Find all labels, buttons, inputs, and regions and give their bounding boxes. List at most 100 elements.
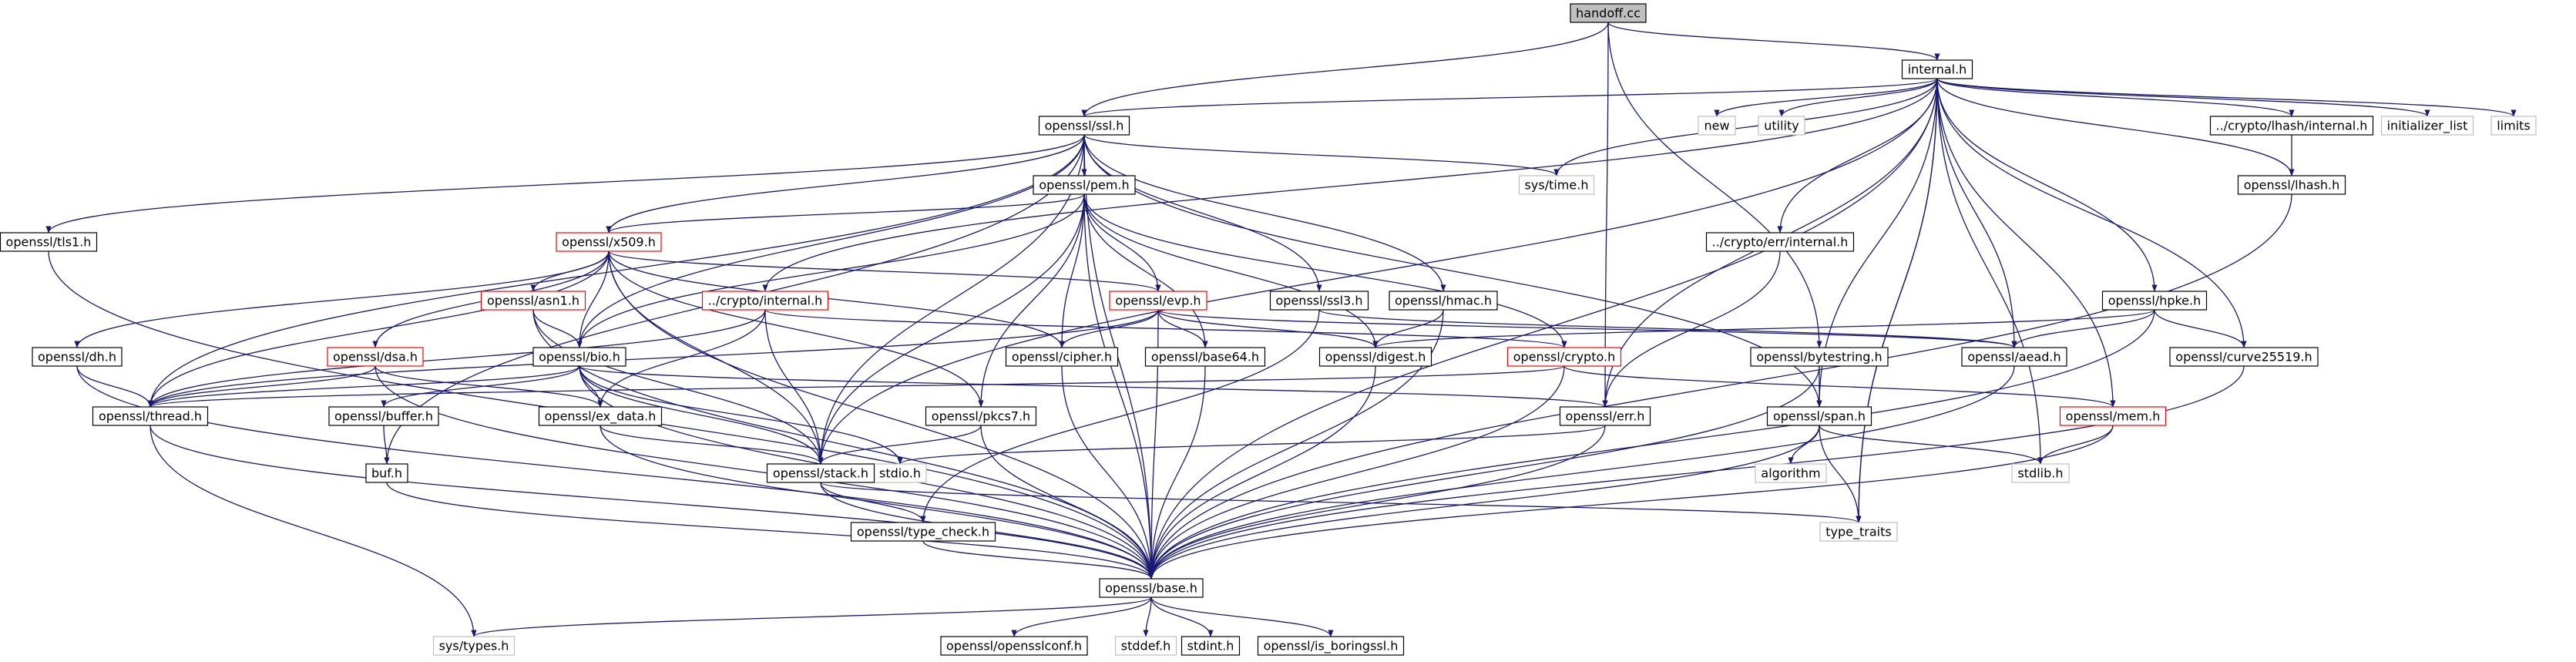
node-utility[interactable]: utility bbox=[1758, 116, 1805, 136]
node-openssl-base-h[interactable]: openssl/base.h bbox=[1099, 578, 1204, 598]
node-openssl-hmac-h[interactable]: openssl/hmac.h bbox=[1389, 291, 1498, 311]
node-openssl-pkcs7-h[interactable]: openssl/pkcs7.h bbox=[925, 406, 1037, 426]
node-new[interactable]: new bbox=[1698, 116, 1736, 136]
edge-internal-h-to-stdlib-h bbox=[1936, 78, 2044, 465]
node-label: buf.h bbox=[371, 466, 402, 481]
node-openssl-err-h[interactable]: openssl/err.h bbox=[1559, 406, 1651, 426]
node-box bbox=[1766, 406, 1872, 426]
node-box bbox=[328, 406, 439, 426]
edge-openssl-aead-h-to-openssl-base-h bbox=[1148, 365, 2015, 580]
edge-openssl-mem-h-to-openssl-base-h bbox=[1148, 425, 2114, 580]
node-openssl-base64-h[interactable]: openssl/base64.h bbox=[1144, 347, 1266, 367]
node-openssl-bytestring-h[interactable]: openssl/bytestring.h bbox=[1750, 347, 1889, 367]
node-sys-time-h[interactable]: sys/time.h bbox=[1518, 175, 1595, 195]
node-internal-h[interactable]: internal.h bbox=[1901, 59, 1973, 79]
node-crypto-err-internal-h[interactable]: ../crypto/err/internal.h bbox=[1705, 232, 1855, 252]
node-stdio-h[interactable]: stdio.h bbox=[873, 463, 927, 483]
edge-openssl-span-h-to-algorithm bbox=[1788, 425, 1820, 465]
edge-openssl-hpke-h-to-openssl-aead-h bbox=[2011, 309, 2155, 348]
node-openssl-is-boringssl-h[interactable]: openssl/is_boringssl.h bbox=[1257, 636, 1405, 656]
node-stdlib-h[interactable]: stdlib.h bbox=[2011, 463, 2070, 483]
node-box bbox=[327, 347, 424, 367]
node-box bbox=[432, 636, 516, 656]
node-algorithm[interactable]: algorithm bbox=[1755, 463, 1827, 483]
edge-openssl-x509-h-to-openssl-dh-h bbox=[74, 250, 610, 348]
node-label: openssl/bytestring.h bbox=[1756, 350, 1882, 365]
node-box bbox=[92, 406, 209, 426]
edge-internal-h-to-initializer-list bbox=[1936, 78, 2430, 117]
node-openssl-curve25519-h[interactable]: openssl/curve25519.h bbox=[2169, 347, 2319, 367]
node-initializer-list[interactable]: initializer_list bbox=[2380, 116, 2474, 136]
node-openssl-cipher-h[interactable]: openssl/cipher.h bbox=[1005, 347, 1119, 367]
edge-openssl-base-h-to-openssl-opensslconf-h bbox=[1011, 596, 1152, 637]
node-openssl-digest-h[interactable]: openssl/digest.h bbox=[1318, 347, 1432, 367]
edge-openssl-pem-h-to-openssl-digest-h bbox=[1083, 193, 1379, 348]
edge-openssl-bio-h-to-stdio-h bbox=[579, 365, 903, 465]
node-stddef-h[interactable]: stddef.h bbox=[1114, 636, 1177, 656]
node-openssl-asn1-h[interactable]: openssl/asn1.h bbox=[480, 291, 586, 311]
node-openssl-dh-h[interactable]: openssl/dh.h bbox=[32, 347, 123, 367]
node-openssl-ex-data-h[interactable]: openssl/ex_data.h bbox=[538, 406, 663, 426]
node-box bbox=[2237, 175, 2346, 195]
node-type-traits[interactable]: type_traits bbox=[1819, 522, 1898, 542]
node-openssl-thread-h[interactable]: openssl/thread.h bbox=[92, 406, 209, 426]
node-label: openssl/evp.h bbox=[1115, 294, 1201, 308]
node-openssl-span-h[interactable]: openssl/span.h bbox=[1766, 406, 1872, 426]
edge-openssl-ssl-h-to-openssl-ssl3-h bbox=[1083, 134, 1322, 292]
node-openssl-opensslconf-h[interactable]: openssl/opensslconf.h bbox=[940, 636, 1088, 656]
edge-openssl-pem-h-to-openssl-cipher-h bbox=[1059, 193, 1085, 348]
edge-handoff-cc-to-internal-h bbox=[1607, 22, 1940, 61]
node-openssl-buffer-h[interactable]: openssl/buffer.h bbox=[328, 406, 439, 426]
node-label: stdlib.h bbox=[2017, 466, 2063, 481]
edge-openssl-dsa-h-to-openssl-thread-h bbox=[147, 365, 376, 408]
node-box bbox=[532, 347, 626, 367]
node-openssl-crypto-h[interactable]: openssl/crypto.h bbox=[1506, 347, 1622, 367]
node-box bbox=[1269, 291, 1369, 311]
edge-openssl-pem-h-to-openssl-base-h bbox=[1083, 193, 1154, 580]
node-openssl-ssl3-h[interactable]: openssl/ssl3.h bbox=[1269, 291, 1369, 311]
node-openssl-ssl-h[interactable]: openssl/ssl.h bbox=[1038, 116, 1130, 136]
node-label: openssl/dh.h bbox=[38, 350, 116, 365]
node-openssl-lhash-h[interactable]: openssl/lhash.h bbox=[2237, 175, 2346, 195]
edge-openssl-curve25519-h-to-openssl-base-h bbox=[1148, 365, 2245, 580]
node-crypto-internal-h[interactable]: ../crypto/internal.h bbox=[701, 291, 829, 311]
node-limits[interactable]: limits bbox=[2490, 116, 2537, 136]
node-label: openssl/tls1.h bbox=[6, 235, 92, 250]
edge-openssl-asn1-h-to-openssl-stack-h bbox=[532, 309, 824, 465]
node-openssl-aead-h[interactable]: openssl/aead.h bbox=[1961, 347, 2067, 367]
node-openssl-tls1-h[interactable]: openssl/tls1.h bbox=[0, 232, 98, 252]
node-box bbox=[1755, 463, 1827, 483]
node-box bbox=[925, 406, 1037, 426]
node-openssl-type-check-h[interactable]: openssl/type_check.h bbox=[850, 522, 996, 542]
edge-openssl-hpke-h-to-openssl-base-h bbox=[1148, 309, 2155, 580]
edge-openssl-cipher-h-to-openssl-base-h bbox=[1061, 365, 1154, 580]
node-sys-types-h[interactable]: sys/types.h bbox=[432, 636, 516, 656]
node-box bbox=[1318, 347, 1432, 367]
node-label: openssl/ex_data.h bbox=[545, 409, 657, 425]
node-openssl-dsa-h[interactable]: openssl/dsa.h bbox=[327, 347, 424, 367]
edge-openssl-evp-h-to-openssl-digest-h bbox=[1157, 309, 1379, 348]
edge-internal-h-to-utility bbox=[1778, 78, 1938, 117]
node-label: ../crypto/internal.h bbox=[708, 294, 823, 308]
node-openssl-hpke-h[interactable]: openssl/hpke.h bbox=[2101, 291, 2208, 311]
edge-internal-h-to-openssl-curve25519-h bbox=[1936, 78, 2247, 348]
edge-openssl-digest-h-to-openssl-base-h bbox=[1148, 365, 1376, 580]
node-openssl-stack-h[interactable]: openssl/stack.h bbox=[766, 463, 875, 483]
node-stdint-h[interactable]: stdint.h bbox=[1181, 636, 1241, 656]
edge-openssl-mem-h-to-stdlib-h bbox=[2037, 425, 2114, 465]
node-openssl-x509-h[interactable]: openssl/x509.h bbox=[556, 232, 662, 252]
node-label: openssl/pem.h bbox=[1039, 178, 1129, 193]
node-openssl-evp-h[interactable]: openssl/evp.h bbox=[1109, 291, 1207, 311]
node-openssl-mem-h[interactable]: openssl/mem.h bbox=[2059, 406, 2167, 426]
node-buf-h[interactable]: buf.h bbox=[365, 463, 408, 483]
node-openssl-pem-h[interactable]: openssl/pem.h bbox=[1033, 175, 1136, 195]
node-handoff-cc[interactable]: handoff.cc bbox=[1570, 3, 1647, 23]
node-label: openssl/is_boringssl.h bbox=[1264, 639, 1399, 654]
edge-openssl-ex-data-h-to-openssl-base-h bbox=[599, 425, 1154, 580]
edge-openssl-evp-h-to-openssl-base64-h bbox=[1157, 309, 1208, 348]
edge-handoff-cc-to-openssl-bytestring-h bbox=[1607, 22, 1822, 348]
edge-openssl-span-h-to-stdlib-h bbox=[1819, 425, 2044, 465]
node-openssl-bio-h[interactable]: openssl/bio.h bbox=[532, 347, 626, 367]
node-crypto-lhash-internal-h[interactable]: ../crypto/lhash/internal.h bbox=[2209, 116, 2374, 136]
node-box bbox=[2209, 116, 2374, 136]
